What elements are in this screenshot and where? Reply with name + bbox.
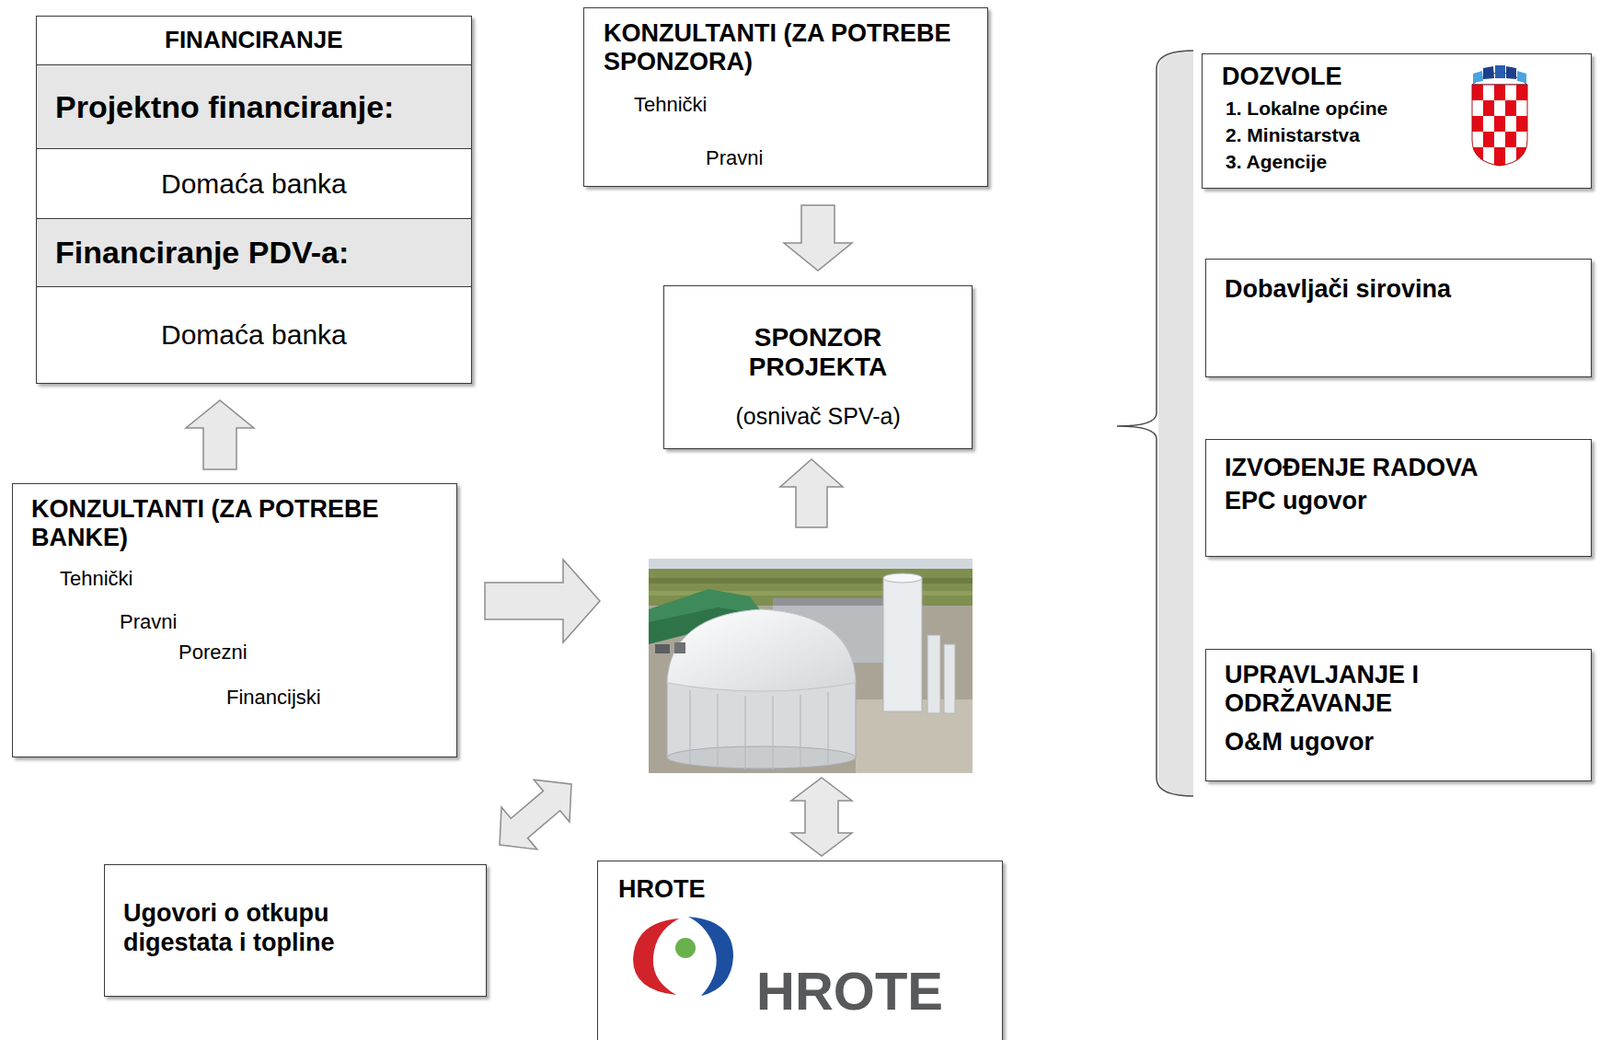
logo-dot: [675, 937, 696, 958]
crown-shield: [1483, 66, 1495, 80]
box-text: EPC ugovor: [1224, 485, 1368, 516]
box-title: KONZULTANTI (ZA POTREBE SPONZORA): [603, 19, 972, 77]
box-title: UPRAVLJANJE I ODRŽAVANJE: [1224, 660, 1464, 718]
field-row: [648, 577, 973, 584]
block-arrows: [484, 459, 852, 856]
double-block-arrow: [791, 777, 852, 856]
contract-box: Ugovori o otkupu digestata i topline: [103, 863, 487, 997]
box-text: (osnivač SPV-a): [736, 402, 901, 430]
box-title: Domaća banka: [161, 167, 347, 201]
crown-shield: [1517, 70, 1527, 83]
financing-panel: FINANCIRANJE Projektno financiranje: Domać…: [35, 15, 472, 384]
box-text: Tehnički: [59, 566, 133, 591]
small-tank: [927, 634, 941, 714]
box-title: KONZULTANTI (ZA POTREBE BANKE): [31, 494, 418, 553]
bank-row: Domaća banka: [36, 149, 472, 219]
box-text: Pravni: [705, 146, 763, 171]
machine: [655, 644, 670, 654]
box-text: Tehnički: [633, 92, 707, 117]
section-band: Financiranje PDV-a:: [36, 218, 472, 288]
box-text: HROTE: [756, 958, 944, 1024]
box-text: Pravni: [119, 610, 177, 634]
block-arrow: [484, 559, 600, 643]
box-title: Dobavljači sirovina: [1224, 274, 1451, 304]
plant-illustration: [648, 558, 973, 773]
box-title: Domaća banka: [161, 318, 347, 352]
box-title: FINANCIRANJE: [164, 25, 344, 55]
bank-row: Domaća banka: [36, 287, 472, 382]
contract-box: IZVOĐENJE RADOVAEPC ugovor: [1205, 438, 1592, 557]
box-title: Projektno financiranje:: [55, 88, 394, 127]
box-text: O&M ugovor: [1224, 726, 1374, 757]
digester-dome: [667, 609, 856, 691]
block-arrow: [780, 459, 843, 528]
checker-shield: [1472, 84, 1528, 168]
checker-cell: [1494, 115, 1506, 132]
consultant-box: KONZULTANTI (ZA POTREBE SPONZORA) Tehničk…: [583, 7, 989, 187]
block-arrow-connector: [185, 400, 254, 470]
grouping-brace: [1116, 50, 1194, 796]
checker-cell: [1505, 100, 1517, 116]
contract-box: UPRAVLJANJE I ODRŽAVANJE O&M ugovor: [1205, 648, 1592, 782]
sponsor-box: SPONZOR PROJEKTA (osnivač SPV-a): [663, 285, 973, 449]
box-title: IZVOĐENJE RADOVA: [1224, 452, 1479, 483]
box-title: SPONZOR PROJEKTA: [716, 322, 920, 382]
ground: [648, 605, 973, 773]
checker-ground: [1472, 84, 1528, 168]
permit-box: DOZVOLE 1. Lokalne općine 2. Ministarstva3…: [1201, 53, 1592, 189]
sky: [648, 558, 973, 773]
checker-cell: [1494, 84, 1506, 101]
checker-cell: [1494, 147, 1506, 168]
double-block-arrow: [499, 779, 572, 850]
box-text: 3. Agencije: [1225, 149, 1327, 173]
silo: [883, 577, 922, 712]
machine: [674, 642, 686, 654]
crown-shield: [1495, 65, 1506, 79]
small-tank: [943, 644, 956, 714]
supplier-box: Dobavljači sirovina: [1205, 258, 1592, 378]
operator-box: HROTE HROTE: [597, 860, 1003, 1040]
digester-base: [667, 746, 856, 769]
box-title: HROTE: [618, 874, 706, 904]
consultant-box: KONZULTANTI (ZA POTREBE BANKE) TehničkiPr…: [11, 483, 458, 758]
block-arrow-connector: [783, 205, 852, 271]
box-text: 1. Lokalne općine: [1225, 96, 1388, 120]
crown-shield: [1506, 66, 1517, 80]
section-band: Projektno financiranje:: [36, 64, 472, 150]
shield-outline: [1472, 84, 1528, 166]
logo-swirl-blue: [688, 916, 734, 996]
coat-of-arms: [1472, 65, 1528, 168]
box-title: Ugovori o otkupu digestata i topline: [123, 897, 391, 958]
box-title: DOZVOLE: [1221, 61, 1343, 92]
checker-cell: [1483, 100, 1495, 116]
box-text: 2. Ministarstva: [1225, 123, 1360, 147]
checker-cell: [1472, 115, 1484, 132]
silo-top: [883, 573, 922, 583]
checker-cell: [1472, 84, 1484, 101]
checker-cell: [1483, 131, 1495, 148]
checker-cell: [1516, 115, 1528, 132]
box-title: Financiranje PDV-a:: [55, 233, 349, 272]
checker-cell: [1505, 131, 1517, 148]
digester-ribs: [690, 690, 829, 770]
brace-band: [1158, 50, 1194, 796]
box-text: Financijski: [226, 685, 322, 710]
crown-shield: [1473, 70, 1484, 83]
building-roof: [772, 598, 884, 606]
box-text: Porezni: [178, 640, 248, 665]
hrote-logo-mark: [633, 916, 734, 996]
logo-swirl-red: [633, 918, 680, 995]
checker-cell: [1516, 84, 1528, 101]
